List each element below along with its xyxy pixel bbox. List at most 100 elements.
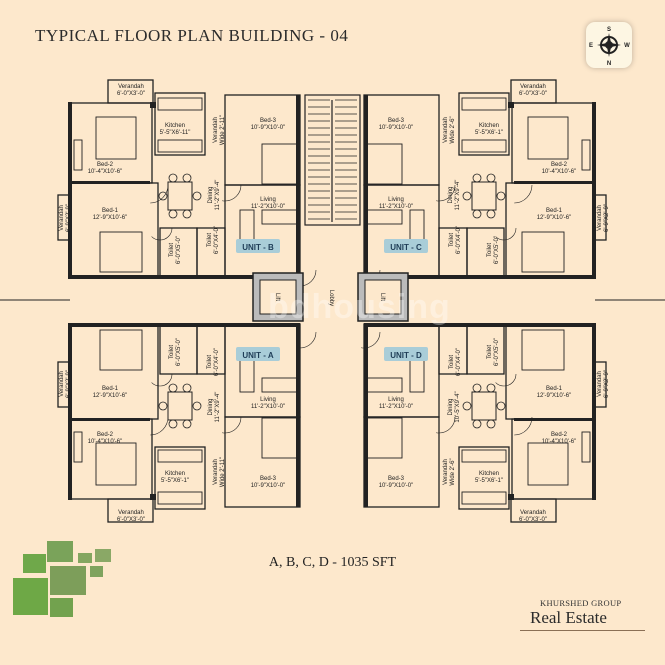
wall (364, 324, 368, 507)
room-label-side_verandah: Verandah6'-9"X2'-9" (597, 370, 610, 398)
kitchen-outline (458, 92, 510, 156)
sofa-icon (365, 209, 403, 225)
room-size: 12'-9"X10'-6" (537, 393, 572, 399)
kitchen-outline (154, 92, 206, 156)
room-size: 11'-2"X9'-4" (215, 180, 221, 211)
room-size: 6'-9"X2'-9" (604, 370, 610, 398)
room-size: 6'-0"X5'-0" (494, 236, 500, 264)
chair-icon (158, 191, 168, 201)
stove-counter-icon (461, 97, 507, 111)
bed3-outline (224, 94, 301, 186)
bed3-outline (224, 416, 301, 508)
wardrobe-icon (73, 431, 83, 463)
door-swing (147, 215, 173, 241)
chair-icon (182, 173, 192, 183)
bed1-outline (69, 323, 159, 420)
sofa-icon (261, 209, 299, 225)
wall (364, 95, 368, 278)
room-name: Bed-1 (102, 208, 119, 214)
room-name: Bed-2 (97, 432, 114, 438)
room-name: Bed-1 (102, 386, 119, 392)
door-swing (131, 398, 169, 436)
bed-icon (527, 116, 569, 160)
bed-icon (365, 417, 403, 459)
counter-icon (157, 139, 203, 153)
wall (68, 323, 300, 327)
unit-badge-label: UNIT - C (390, 243, 422, 252)
door-swing (422, 400, 456, 434)
bed-icon (365, 143, 403, 185)
wall (364, 275, 596, 279)
room-name: Dining (448, 186, 454, 203)
room-label-verandah_wide: VerandahWide 2'-6" (443, 458, 456, 485)
room-label-dining: Dining11'-2"X9'-4" (448, 180, 461, 211)
room-size: 10'-9"X10'-0" (251, 483, 286, 489)
bed1-outline (505, 323, 595, 420)
chair-icon (462, 401, 472, 411)
door-swing (495, 398, 533, 436)
room-name: Toilet (487, 345, 493, 359)
wall (514, 181, 594, 184)
wall (70, 418, 150, 421)
room-name: Living (388, 197, 404, 203)
room-name: Dining (208, 398, 214, 415)
kitchen-outline (458, 446, 510, 510)
room-size: 11'-2"X10'-0" (379, 204, 413, 210)
door-swing (283, 315, 317, 349)
room-size: 10'-4"X10'-6" (542, 439, 577, 445)
unit-badge (384, 239, 428, 253)
wardrobe-icon (73, 139, 83, 171)
room-size: 6'-0"X3'-0" (117, 517, 145, 523)
bed-icon (521, 231, 565, 273)
room-size: 11'-2"X10'-0" (379, 404, 413, 410)
room-size: 5'-5"X6'-1" (161, 478, 189, 484)
wall (508, 102, 514, 108)
chair-icon (486, 419, 496, 429)
compass-north-label: N (607, 61, 611, 67)
area-note: A, B, C, D - 1035 SFT (268, 555, 397, 570)
wall (150, 494, 156, 500)
room-size: 6'-0"X3'-0" (117, 91, 145, 97)
door-swing (491, 361, 517, 387)
room-name: Verandah (443, 117, 449, 143)
room-size: 6'-0"X4'-0" (214, 348, 220, 376)
wall (68, 275, 300, 279)
room-size: 6'-0"X5'-0" (176, 236, 182, 264)
room-name: Verandah (59, 371, 65, 397)
room-size: 11'-2"X9'-4" (215, 392, 221, 423)
room-size: Wide 2'-6" (450, 458, 456, 485)
wall (592, 324, 596, 500)
room-name: Verandah (520, 510, 546, 516)
bed-icon (527, 442, 569, 486)
bed3-outline (363, 94, 440, 186)
dining-table-icon (167, 181, 193, 211)
bed-icon (521, 329, 565, 371)
room-name: Verandah (443, 459, 449, 485)
room-name: Bed-1 (546, 208, 563, 214)
logo-divider (520, 630, 645, 631)
chair-icon (168, 383, 178, 393)
room-label-verandah_wide: VerandahWide 2'-11" (213, 457, 226, 487)
bed-icon (99, 231, 143, 273)
chair-icon (486, 383, 496, 393)
room-size: 6'-9"X2'-9" (604, 204, 610, 232)
room-size: Wide 2'-11" (220, 115, 226, 145)
dining-table-icon (471, 391, 497, 421)
room-size: 5'-5"X6'-1" (475, 130, 503, 136)
room-label-toilet2: Toilet6'-0"X4'-0" (207, 348, 220, 376)
chair-icon (472, 419, 482, 429)
room-size: 10'-9"X10'-0" (379, 483, 414, 489)
wall (68, 324, 72, 500)
